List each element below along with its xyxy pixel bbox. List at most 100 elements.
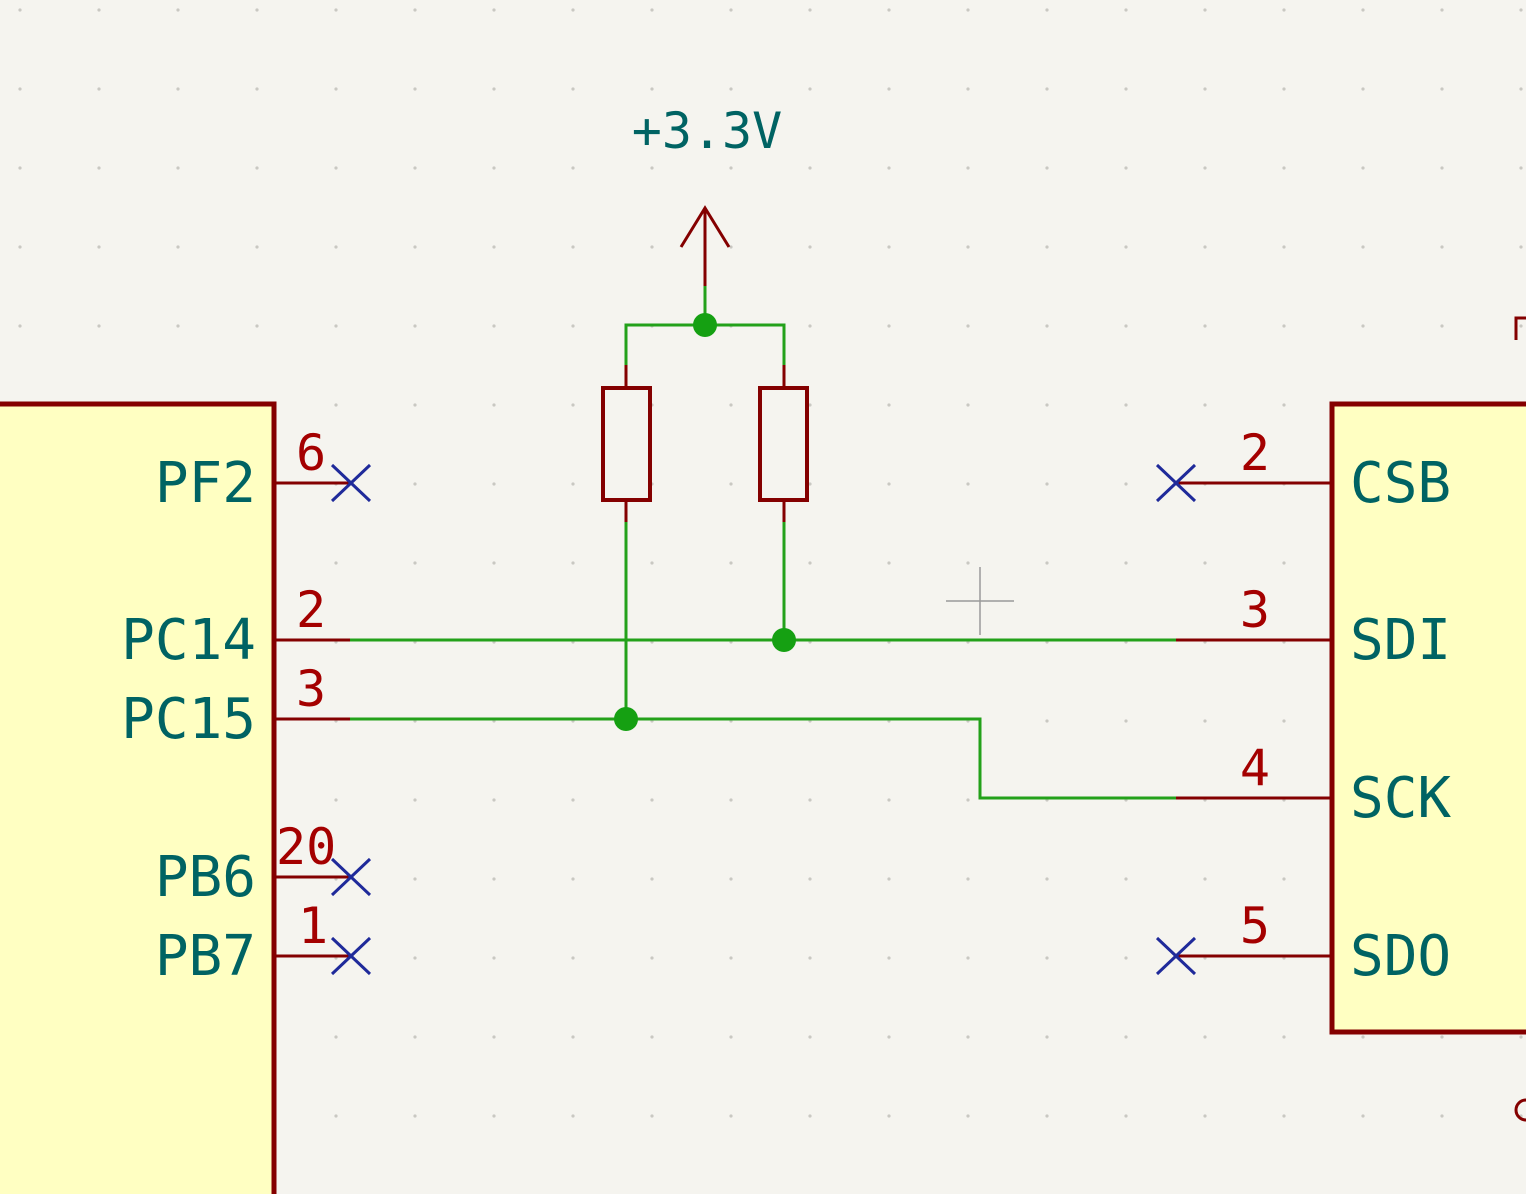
grid-dot [571, 482, 575, 486]
left-pin-number: 20 [276, 818, 336, 876]
grid-dot [1282, 403, 1286, 407]
grid-dot [1124, 166, 1128, 170]
grid-dot [1282, 324, 1286, 328]
grid-dot [1203, 324, 1207, 328]
right-ic-body[interactable] [1329, 401, 1526, 1035]
grid-dot [413, 403, 417, 407]
grid-dot [966, 956, 970, 960]
no-connect-sdo[interactable] [1155, 936, 1197, 976]
right-pin-number: 4 [1240, 739, 1270, 797]
grid-dot [492, 482, 496, 486]
grid-dot [1124, 245, 1128, 249]
grid-dot [334, 403, 338, 407]
grid-dot [1203, 166, 1207, 170]
grid-dot [650, 166, 654, 170]
grid-dot [966, 87, 970, 91]
no-connect-pb7[interactable] [330, 936, 372, 976]
grid-dot [887, 561, 891, 565]
grid-dot [413, 1035, 417, 1039]
grid-dot [808, 561, 812, 565]
grid-dot [492, 166, 496, 170]
right-pin-name: SDI [1350, 608, 1451, 673]
grid-dot [334, 245, 338, 249]
grid-dot [1124, 87, 1128, 91]
grid-dot [729, 482, 733, 486]
junction-sck [614, 707, 638, 731]
grid-dot [887, 482, 891, 486]
grid-dot [729, 8, 733, 12]
right-pin-number: 2 [1240, 424, 1270, 482]
grid-dot [1203, 1114, 1207, 1118]
wire-sck[interactable] [350, 717, 1176, 800]
grid-dot [887, 324, 891, 328]
grid-dot [492, 561, 496, 565]
grid-dot [413, 482, 417, 486]
grid-dot [1045, 482, 1049, 486]
grid-dot [492, 324, 496, 328]
grid-dot [1440, 245, 1444, 249]
no-connect-pb6[interactable] [330, 857, 372, 897]
grid-dot [334, 1114, 338, 1118]
grid-dot [1282, 245, 1286, 249]
right-pin-number: 3 [1240, 581, 1270, 639]
grid-dot [571, 1114, 575, 1118]
grid-dot [1203, 561, 1207, 565]
grid-dot [1045, 1035, 1049, 1039]
grid-dot [650, 798, 654, 802]
no-connect-csb[interactable] [1155, 463, 1197, 503]
grid-dot [97, 166, 101, 170]
grid-dot [1440, 324, 1444, 328]
grid-dot [492, 87, 496, 91]
grid-dot [1045, 8, 1049, 12]
grid-dot [1440, 166, 1444, 170]
grid-dot [255, 87, 259, 91]
grid-dot [176, 166, 180, 170]
grid-dot [255, 324, 259, 328]
grid-dot [966, 1035, 970, 1039]
grid-dot [650, 561, 654, 565]
grid-dot [808, 956, 812, 960]
grid-dot [729, 87, 733, 91]
grid-dot [650, 245, 654, 249]
grid-dot [887, 798, 891, 802]
grid-dot [1045, 1114, 1049, 1118]
crosshair-cursor-icon [946, 567, 1014, 635]
grid-dot [887, 166, 891, 170]
no-connect-pf2[interactable] [330, 463, 372, 503]
grid-dot [808, 877, 812, 881]
left-pin-name: PB6 [155, 845, 256, 910]
grid-dot [18, 8, 22, 12]
grid-dot [808, 1114, 812, 1118]
grid-dot [808, 245, 812, 249]
grid-dot [1519, 245, 1523, 249]
grid-dot [334, 87, 338, 91]
offscreen-label-fragment [1514, 316, 1526, 340]
left-ic-body[interactable] [0, 401, 277, 1194]
right-pin-name: CSB [1350, 451, 1451, 516]
grid-dot [729, 1035, 733, 1039]
resistor-r1[interactable] [601, 365, 652, 522]
grid-dot [1124, 1114, 1128, 1118]
grid-dot [887, 245, 891, 249]
grid-dot [966, 798, 970, 802]
grid-dot [255, 166, 259, 170]
grid-dot [729, 561, 733, 565]
grid-dot [1361, 1035, 1365, 1039]
grid-dot [334, 324, 338, 328]
grid-dot [1124, 956, 1128, 960]
grid-dot [97, 8, 101, 12]
grid-dot [729, 956, 733, 960]
grid-dot [1203, 1035, 1207, 1039]
grid-dot [334, 798, 338, 802]
grid-dot [413, 798, 417, 802]
grid-dot [650, 956, 654, 960]
grid-dot [492, 8, 496, 12]
grid-dot [97, 245, 101, 249]
grid-dot [887, 8, 891, 12]
grid-dot [1519, 324, 1523, 328]
grid-dot [808, 403, 812, 407]
power-symbol-3v3[interactable] [679, 205, 731, 286]
grid-dot [966, 8, 970, 12]
resistor-r2[interactable] [758, 365, 809, 522]
